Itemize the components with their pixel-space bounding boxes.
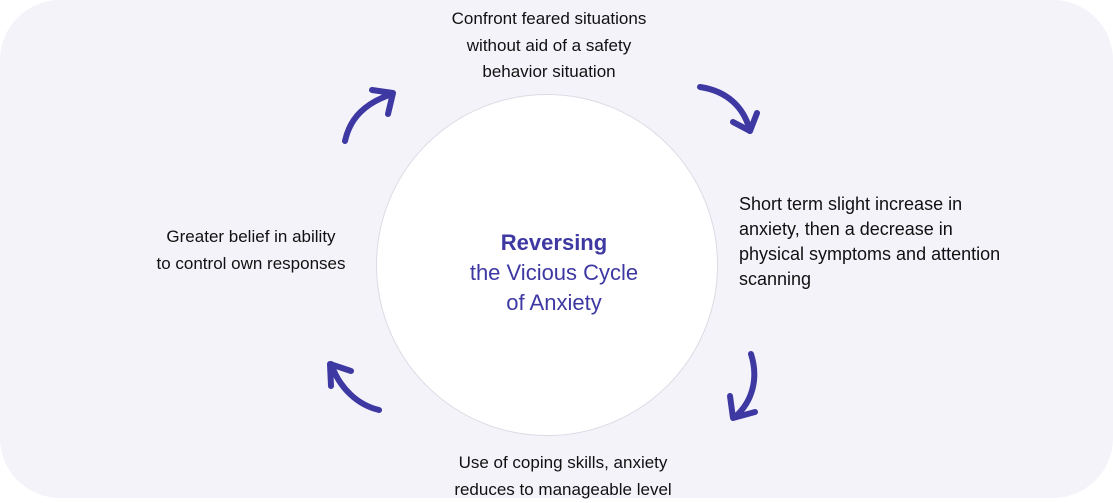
step-left-line-1: Greater belief in ability: [126, 224, 376, 251]
step-top-line-2: without aid of a safety: [408, 33, 690, 60]
step-right-line-3: physical symptoms and attention: [739, 242, 1079, 267]
step-coping-skills: Use of coping skills, anxiety reduces to…: [410, 450, 716, 503]
step-bottom-line-2: reduces to manageable level: [410, 477, 716, 503]
center-title-bold: Reversing: [376, 228, 732, 258]
step-top-line-1: Confront feared situations: [408, 6, 690, 33]
step-right-line-1: Short term slight increase in: [739, 192, 1079, 217]
step-top-line-3: behavior situation: [408, 59, 690, 86]
step-left-line-2: to control own responses: [126, 251, 376, 278]
step-bottom-line-1: Use of coping skills, anxiety: [410, 450, 716, 477]
center-title-line-3: of Anxiety: [376, 288, 732, 318]
step-right-line-4: scanning: [739, 267, 1079, 292]
center-title-line-2: the Vicious Cycle: [376, 258, 732, 288]
center-title: Reversing the Vicious Cycle of Anxiety: [376, 228, 732, 318]
step-right-line-2: anxiety, then a decrease in: [739, 217, 1079, 242]
step-greater-belief: Greater belief in ability to control own…: [126, 224, 376, 277]
step-confront-situations: Confront feared situations without aid o…: [408, 6, 690, 86]
step-short-term-increase: Short term slight increase in anxiety, t…: [739, 192, 1079, 292]
